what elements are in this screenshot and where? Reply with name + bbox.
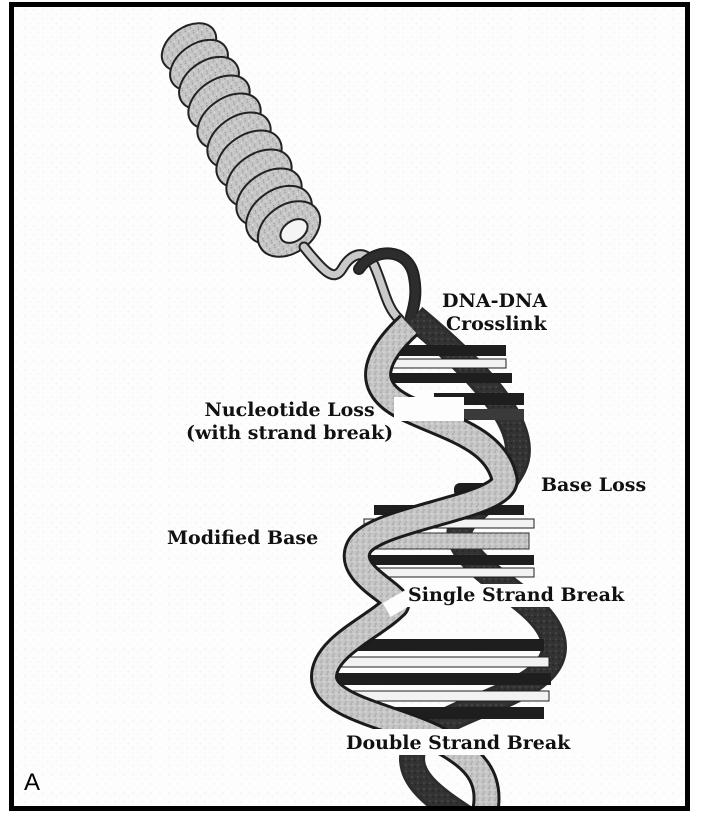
label-dna-dna-crosslink: DNA-DNA Crosslink (442, 290, 547, 336)
label-single-strand-break: Single Strand Break (406, 584, 626, 607)
nucleotide-loss-gap (394, 397, 464, 421)
nucleotide-loss-line-1: Nucleotide Loss (186, 399, 393, 422)
panel-letter: A (24, 769, 40, 797)
figure-frame: DNA-DNA Crosslink Nucleotide Loss (with … (9, 2, 690, 811)
label-double-strand-break: Double Strand Break (344, 732, 572, 755)
label-nucleotide-loss: Nucleotide Loss (with strand break) (186, 399, 393, 445)
nucleotide-loss-line-2: (with strand break) (186, 422, 393, 445)
label-base-loss: Base Loss (541, 474, 646, 497)
crosslink-line-1: DNA-DNA (442, 290, 547, 313)
label-modified-base: Modified Base (167, 527, 318, 550)
crosslink-line-2: Crosslink (442, 313, 547, 336)
